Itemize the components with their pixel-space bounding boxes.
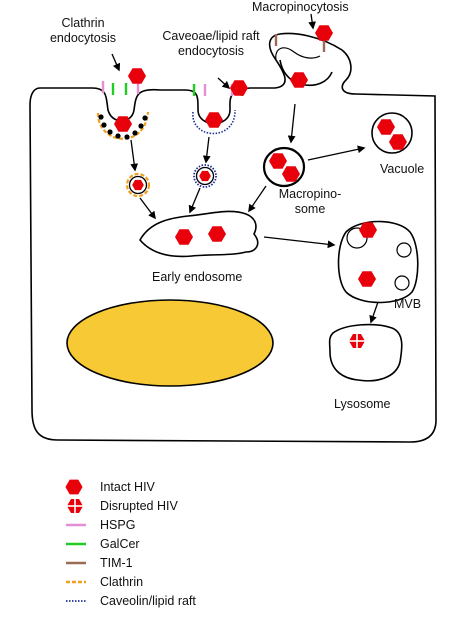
legend-label: HSPG: [100, 518, 136, 532]
caveolar-vesicle: [195, 166, 215, 186]
virus-mvb-2: [358, 271, 376, 287]
label-macropinosome: Macropino- some: [272, 187, 348, 217]
mvb: [337, 220, 419, 304]
macropinocytic-cup-inner: [275, 47, 321, 61]
dashed-orange-line-icon: [60, 573, 96, 592]
mvb-vesicle-3: [394, 275, 410, 291]
clathrin-coat: [96, 111, 150, 140]
legend-item-disrupted-hiv: Disrupted HIV: [60, 497, 360, 516]
label-macropinocytosis: Macropinocytosis: [252, 0, 349, 14]
label-line: Clathrin: [61, 16, 105, 30]
mvb-vesicle-2: [396, 242, 412, 258]
legend-label: Clathrin: [100, 575, 144, 589]
clathrin-vesicle: [128, 175, 148, 195]
legend-label: TIM-1: [100, 556, 133, 570]
legend-item-galcer: GalCer: [60, 535, 360, 554]
virus-caveolar-vesicle: [199, 170, 211, 182]
label-clathrin-endocytosis: Clathrin endocytosis: [46, 16, 120, 46]
label-caveolae-endocytosis: Caveoae/lipid raft endocytosis: [150, 29, 272, 59]
disrupted-hexagon-icon: [60, 497, 96, 516]
nucleus: [66, 299, 274, 387]
virus-caveolae-pit: [205, 112, 223, 128]
label-line: some: [294, 202, 326, 216]
virus-macropinosome-1: [269, 153, 287, 169]
virus-endosome-1: [175, 229, 193, 245]
legend-label: Caveolin/lipid raft: [100, 594, 196, 608]
early-endosome: [139, 210, 259, 258]
legend-item-tim1: TIM-1: [60, 554, 360, 573]
legend-label: GalCer: [100, 537, 140, 551]
caveolar-vesicle-coat: [193, 164, 217, 188]
label-vacuole: Vacuole: [380, 162, 425, 176]
legend-label: Disrupted HIV: [100, 499, 178, 513]
clathrin-dots: [98, 114, 148, 140]
label-line: endocytosis: [49, 31, 116, 45]
label-mvb: MVB: [394, 297, 422, 311]
legend-item-hspg: HSPG: [60, 516, 360, 535]
label-line: endocytosis: [177, 44, 244, 58]
pathway-arrows: [111, 13, 379, 324]
brown-line-icon: [60, 554, 96, 573]
label-line: Macropino-: [278, 187, 342, 201]
virus-macropinosome-2: [282, 166, 300, 182]
vacuole: [371, 112, 413, 154]
virus-endosome-2: [208, 226, 226, 242]
label-lysosome: Lysosome: [334, 397, 391, 411]
virus-lysosome-disrupted: [348, 333, 366, 349]
hexagon-icon: [60, 478, 96, 497]
label-line: Caveoae/lipid raft: [162, 29, 260, 43]
label-early-endosome: Early endosome: [152, 270, 243, 284]
virus-clathrin-surface: [128, 68, 146, 84]
virus-vacuole-2: [389, 134, 407, 150]
legend-item-clathrin: Clathrin: [60, 573, 360, 592]
virus-clathrin-vesicle: [132, 179, 144, 191]
virus-vacuole-1: [377, 119, 395, 135]
macropinosome: [262, 146, 306, 188]
pink-line-icon: [60, 516, 96, 535]
legend-item-caveolin: Caveolin/lipid raft: [60, 592, 360, 611]
clathrin-vesicle-coat: [125, 172, 151, 198]
legend-item-intact-hiv: Intact HIV: [60, 478, 360, 497]
green-line-icon: [60, 535, 96, 554]
legend-label: Intact HIV: [100, 480, 155, 494]
lysosome: [328, 323, 403, 382]
caveolin-coat: [192, 109, 236, 135]
legend-symbols: [65, 479, 86, 602]
dotted-blue-line-icon: [60, 592, 96, 611]
legend: Intact HIV Disrupted HIV HSPG GalCer TIM…: [60, 478, 360, 611]
